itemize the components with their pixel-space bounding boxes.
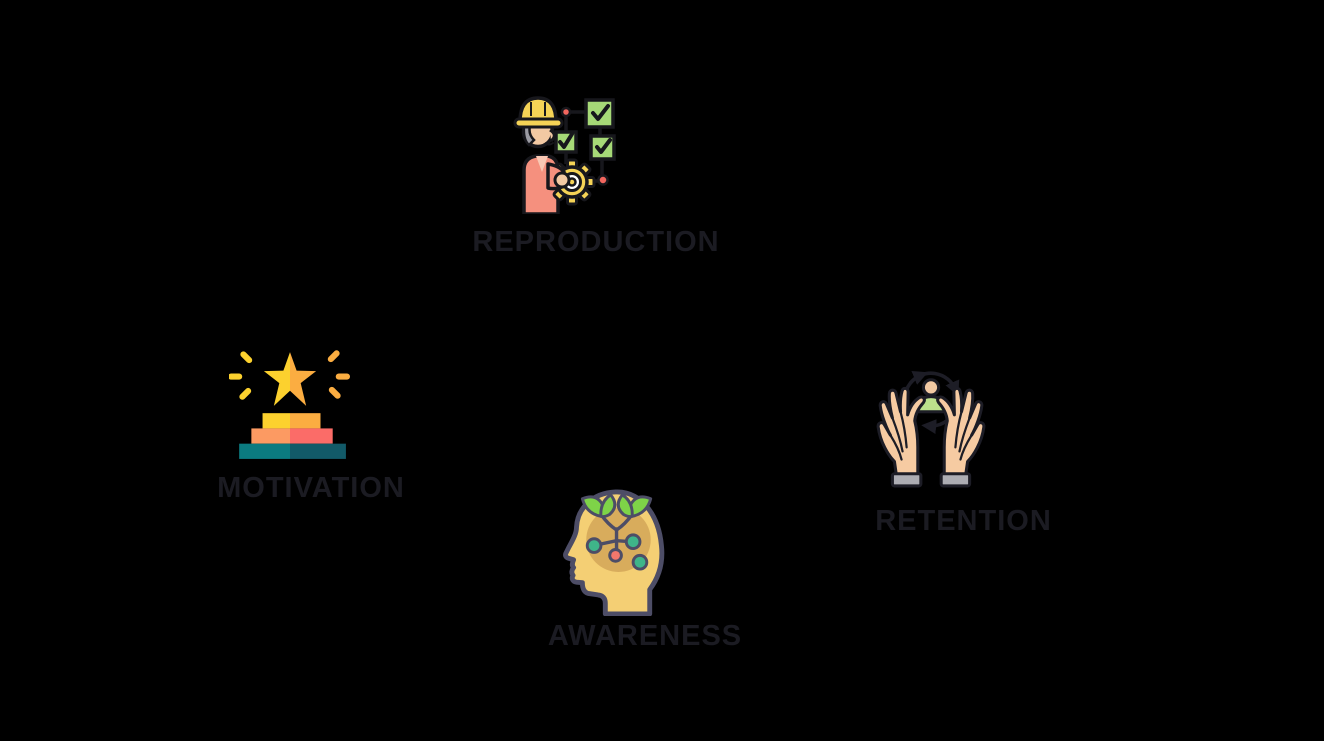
cloud-motivation: MOTIVATION xyxy=(141,322,481,508)
cloud-reproduction: REPRODUCTION xyxy=(430,74,762,267)
cloud-label-reproduction: REPRODUCTION xyxy=(472,226,720,258)
cloud-label-retention: RETENTION xyxy=(875,505,1052,537)
head-plant-icon xyxy=(557,484,679,616)
cloud-label-awareness: AWARENESS xyxy=(547,620,743,652)
hands-cycle-icon xyxy=(869,362,991,489)
cloud-awareness: AWARENESS xyxy=(483,470,807,658)
worker-flowchart-icon xyxy=(498,84,628,214)
cloud-retention: RETENTION xyxy=(797,352,1130,542)
star-podium-icon xyxy=(229,346,351,460)
cloud-label-motivation: MOTIVATION xyxy=(217,472,405,504)
